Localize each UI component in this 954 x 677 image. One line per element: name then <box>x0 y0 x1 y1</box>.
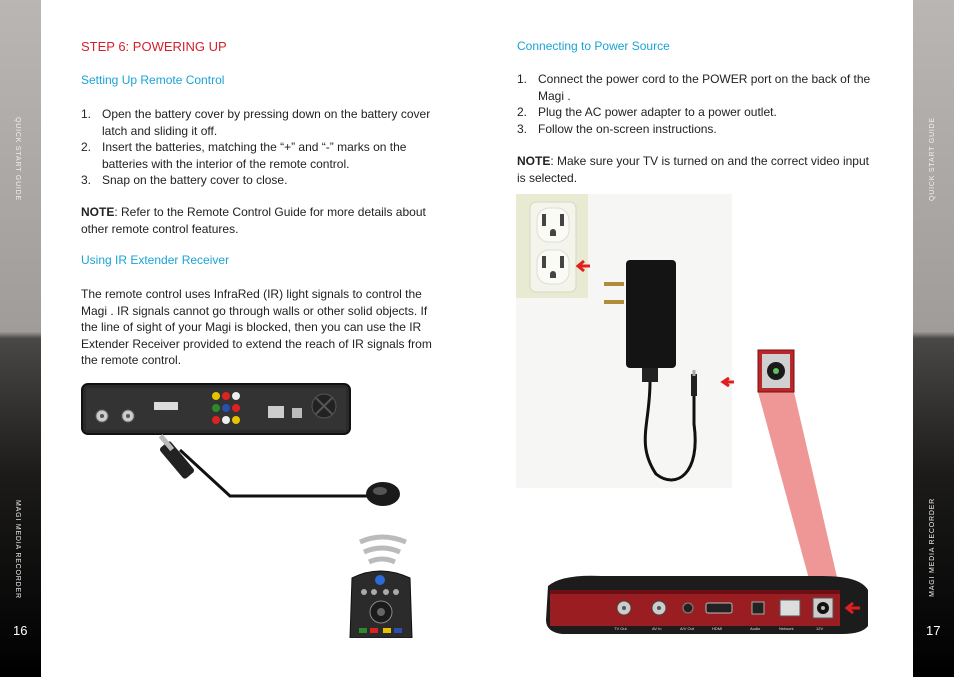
port-label: HDMI <box>712 626 722 631</box>
arrow-icon <box>575 259 590 273</box>
arrow-icon <box>720 376 734 388</box>
arrow-icon <box>844 601 860 615</box>
power-port-zoom <box>757 349 840 590</box>
left-margin-strip: QUICK START GUIDE MAGI MEDIA RECORDER 16 <box>0 0 41 677</box>
port-label: Network <box>779 626 794 631</box>
list-item: 3.Snap on the battery cover to close. <box>81 173 288 187</box>
remote-section-heading: Setting Up Remote Control <box>81 73 225 87</box>
port-label: TV Out <box>614 626 628 631</box>
wall-outlet <box>516 194 588 298</box>
list-item: 2.Plug the AC power adapter to a power o… <box>517 105 777 119</box>
running-header-right: QUICK START GUIDE <box>929 117 936 201</box>
remote-note: NOTE: Refer to the Remote Control Guide … <box>81 205 426 236</box>
remote-steps-list: 1.Open the battery cover by pressing dow… <box>81 106 433 189</box>
port-label: A/V Out <box>680 626 695 631</box>
port-label: AV In <box>652 626 662 631</box>
media-recorder-back-view <box>81 383 351 435</box>
running-header-left: QUICK START GUIDE <box>14 117 21 201</box>
port-label: Audio <box>750 626 761 631</box>
list-item: 1.Open the battery cover by pressing dow… <box>81 107 431 138</box>
ir-body-text: The remote control uses InfraRed (IR) li… <box>81 287 432 367</box>
ac-adapter <box>626 260 676 368</box>
list-item: 2.Insert the batteries, matching the “+”… <box>81 140 407 171</box>
power-adapter-illustration <box>516 194 734 488</box>
right-margin-strip: QUICK START GUIDE MAGI MEDIA RECORDER 17 <box>913 0 954 677</box>
list-item: 3.Follow the on-screen instructions. <box>517 121 717 136</box>
port-label: 12V <box>816 626 823 631</box>
power-steps-list: 1.Connect the power cord to the POWER po… <box>517 71 874 137</box>
step-title: STEP 6: POWERING UP <box>81 39 227 54</box>
power-section-heading: Connecting to Power Source <box>517 39 670 53</box>
page-number-left: 16 <box>13 623 28 638</box>
running-footer-left: MAGI MEDIA RECORDER <box>14 500 21 599</box>
running-footer-right: MAGI MEDIA RECORDER <box>929 498 936 597</box>
ir-extender-illustration <box>81 383 413 638</box>
list-item: 1.Connect the power cord to the POWER po… <box>517 72 871 103</box>
remote-control-icon <box>349 570 413 638</box>
media-recorder-rear-panel: TV Out AV In A/V Out HDMI Audio Network … <box>546 575 868 634</box>
page-number-right: 17 <box>926 623 941 638</box>
ir-section-heading: Using IR Extender Receiver <box>81 253 230 267</box>
power-note: NOTE: Make sure your TV is turned on and… <box>517 154 869 185</box>
